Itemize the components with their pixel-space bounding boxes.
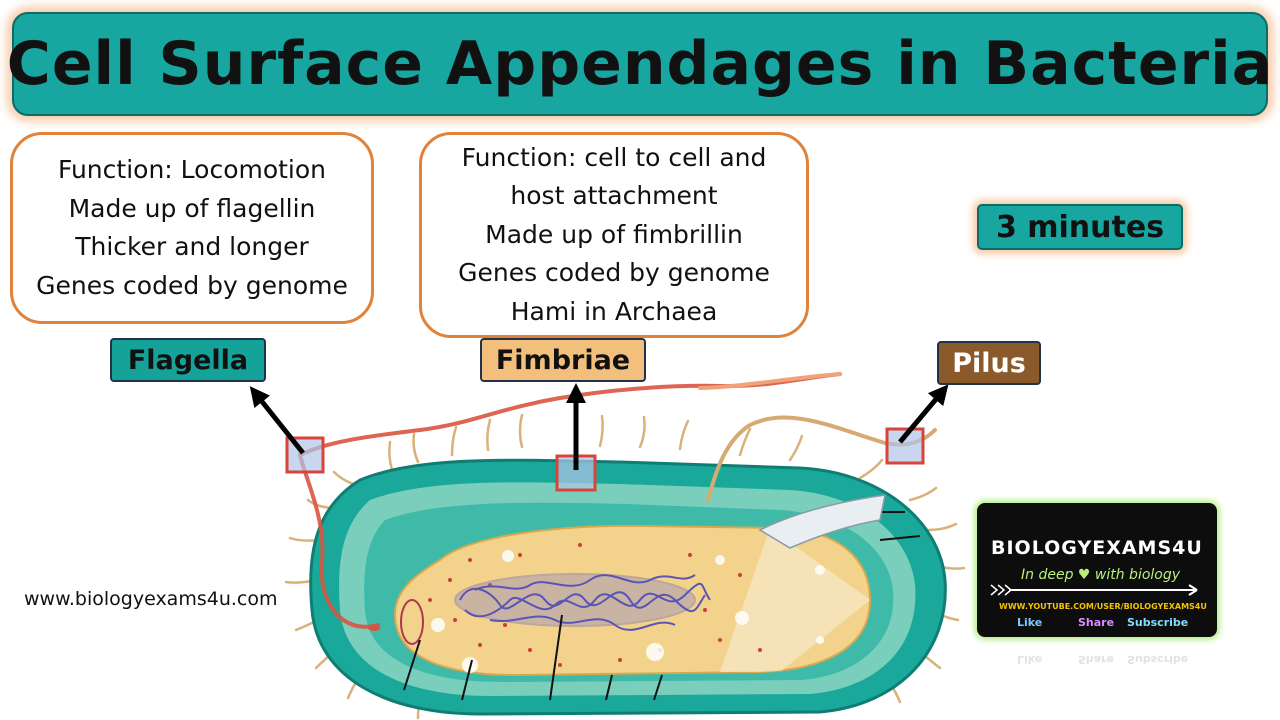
channel-logo-card[interactable]: BIOLOGYEXAMS4U In deep ♥ with biology WW… — [977, 503, 1217, 637]
fimbriae-info-line: Made up of fimbrillin — [485, 219, 743, 249]
like-reflection: Like — [1017, 653, 1043, 666]
flagella-info-line: Made up of flagellin — [68, 193, 316, 223]
pilus-label: Pilus — [937, 341, 1041, 385]
plasmid — [400, 599, 424, 645]
subscribe-reflection: Subscribe — [1127, 653, 1189, 666]
fimbriae-info-line: host attachment — [510, 181, 718, 211]
logo-brand-text: BIOLOGYEXAMS4U — [991, 537, 1203, 559]
duration-badge: 3 minutes — [977, 204, 1183, 250]
highlight-boxes — [285, 427, 925, 492]
website-url[interactable]: www.biologyexams4u.com — [24, 588, 278, 610]
subscribe-link[interactable]: Subscribe — [1127, 616, 1189, 629]
title-banner: Cell Surface Appendages in Bacteria — [7, 12, 1272, 116]
fimbriae-info-line: Genes coded by genome — [458, 258, 770, 288]
fimbriae-info-box: Function: cell to cell and host attachme… — [419, 132, 809, 338]
flagella-info-line: Genes coded by genome — [36, 270, 348, 300]
flagella-info-line: Function: Locomotion — [57, 155, 327, 184]
fimbriae-label: Fimbriae — [480, 338, 646, 382]
logo-url: WWW.YOUTUBE.COM/USER/BIOLOGYEXAMS4U — [999, 602, 1207, 611]
share-link[interactable]: Share — [1078, 616, 1115, 629]
flagella-info-box: Function: Locomotion Made up of flagelli… — [10, 132, 374, 324]
peeled-outer-layer — [758, 494, 886, 549]
logo-reflection: Like Share Subscribe — [977, 640, 1217, 668]
pointer-arrows — [249, 383, 949, 470]
logo-tagline: In deep ♥ with biology — [1021, 567, 1181, 583]
like-link[interactable]: Like — [1017, 616, 1043, 629]
page-title: Cell Surface Appendages in Bacteria — [6, 29, 1274, 99]
ribosome-dots — [428, 543, 762, 667]
logo-arrow-icon — [990, 584, 1198, 596]
flagella-info-line: Thicker and longer — [75, 232, 309, 261]
fimbriae-info-line: Function: cell to cell and — [461, 142, 767, 172]
fimbriae-info-line: Hami in Archaea — [510, 296, 718, 326]
flagella-label: Flagella — [110, 338, 266, 382]
share-reflection: Share — [1078, 653, 1115, 666]
nucleoid — [454, 573, 711, 631]
